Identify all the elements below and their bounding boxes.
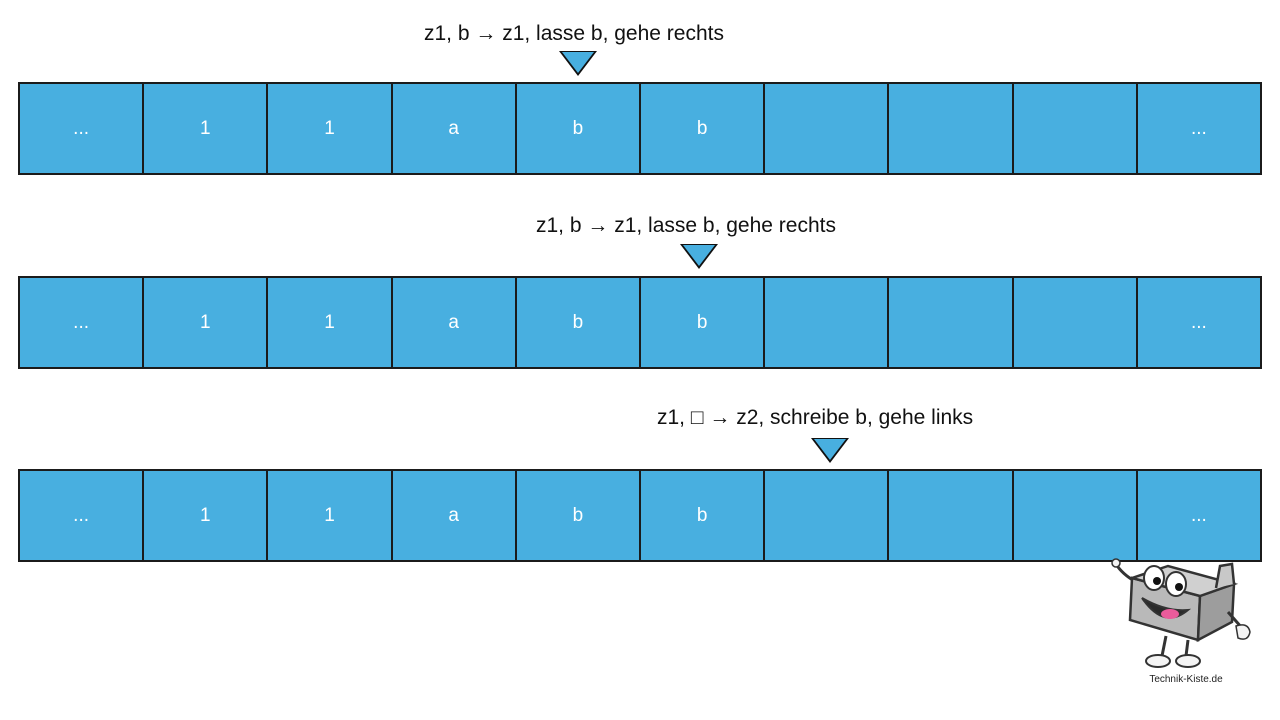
step-2-caption: z1, b → z1, lasse b, gehe rechts xyxy=(536,214,836,237)
tape-cell: 1 xyxy=(144,471,269,560)
tape-cell xyxy=(1013,471,1138,560)
tape-cell: 1 xyxy=(144,278,269,367)
tape-cell: ... xyxy=(20,471,145,560)
tape-cell: ... xyxy=(20,84,145,173)
read-head-arrow-icon xyxy=(559,51,597,76)
tape-cell xyxy=(1013,278,1138,367)
tape-cell: a xyxy=(392,471,517,560)
step-2: z1, b → z1, lasse b, gehe rechts ... 1 1… xyxy=(0,0,1280,369)
toolbox-mascot-icon xyxy=(1111,558,1251,668)
tape-cell: b xyxy=(516,278,642,367)
tape-cell: ... xyxy=(1137,471,1261,560)
tape-cell xyxy=(889,471,1014,560)
tape-cell xyxy=(765,278,890,367)
tape-cell xyxy=(889,84,1014,173)
tape: ... 1 1 a b b ... xyxy=(18,469,1262,562)
tape-cell xyxy=(765,84,890,173)
tape-cell xyxy=(889,278,1014,367)
tape-cell: ... xyxy=(20,278,145,367)
tape-cell xyxy=(765,471,890,560)
read-head-arrow-icon xyxy=(680,244,718,269)
tape-cell: a xyxy=(392,278,517,367)
read-head-arrow-icon xyxy=(811,438,849,463)
logo-text: Technik-Kiste.de xyxy=(1149,674,1223,685)
step-3-caption: z1, □ → z2, schreibe b, gehe links xyxy=(657,406,974,429)
tape-cell: 1 xyxy=(268,278,393,367)
tape-cell: ... xyxy=(1137,278,1261,367)
tape-cell: 1 xyxy=(144,84,269,173)
tape-cell: 1 xyxy=(268,471,393,560)
tape: ... 1 1 a b b ... xyxy=(18,82,1262,175)
tape-cell: 1 xyxy=(268,84,393,173)
step-1-caption: z1, b → z1, lasse b, gehe rechts xyxy=(424,22,724,45)
tape-cell: a xyxy=(392,84,517,173)
step-3: z1, □ → z2, schreibe b, gehe links ... 1… xyxy=(0,0,1280,562)
tape-cell: ... xyxy=(1137,84,1261,173)
step-1: z1, b → z1, lasse b, gehe rechts ... 1 1… xyxy=(0,0,1280,180)
tape-cell: b xyxy=(641,471,766,560)
tape-cell: b xyxy=(641,278,766,367)
tape-cell: b xyxy=(516,84,642,173)
tape: ... 1 1 a b b ... xyxy=(18,276,1262,369)
tape-cell xyxy=(1013,84,1138,173)
tape-cell: b xyxy=(641,84,766,173)
tape-cell: b xyxy=(516,471,642,560)
